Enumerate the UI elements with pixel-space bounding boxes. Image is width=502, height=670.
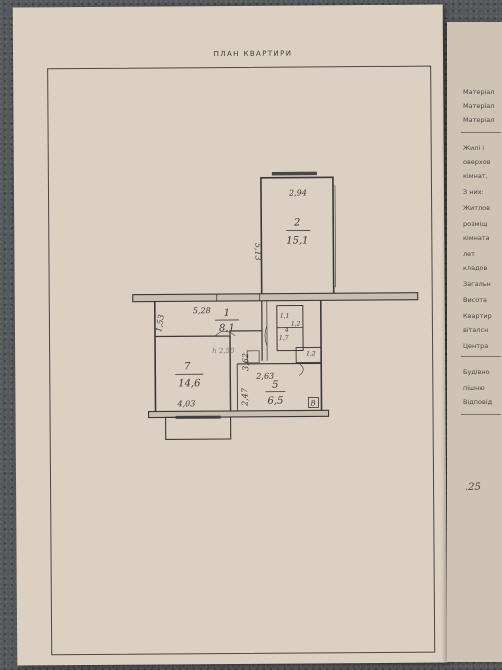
- adjacent-page-rule: [461, 356, 501, 357]
- room-2-number: 2: [293, 218, 300, 229]
- corridor-wall: [155, 330, 262, 338]
- bottom-wall: [147, 409, 330, 419]
- adjacent-page-line: Матеріал: [463, 88, 495, 96]
- adjacent-page-line: Жилі і: [463, 144, 485, 152]
- adjacent-page-line: лет: [463, 250, 475, 258]
- room-1-area: 8,1: [219, 323, 235, 334]
- dim-wc-height: 1,2: [291, 321, 301, 328]
- adjacent-page-line: віталсн: [463, 326, 489, 334]
- adjacent-page-line: Центра: [463, 342, 489, 350]
- room-2-area: 15,1: [286, 235, 308, 246]
- adjacent-page-line: Матеріал: [463, 102, 495, 110]
- dim-bath-width: 1,2: [306, 350, 316, 357]
- adjacent-page-line: пішню: [463, 384, 485, 392]
- document-sheet: ПЛАН КВАРТИРИ: [12, 4, 448, 666]
- dim-corridor-side: 1,53: [154, 314, 166, 333]
- room-1-number: 1: [224, 308, 230, 319]
- adjacent-page-line: З них:: [463, 188, 484, 196]
- dim-room5-length: 2,47: [240, 387, 249, 407]
- adjacent-page-line: розміщ: [463, 220, 488, 228]
- dim-wc-width: 1,1: [280, 313, 290, 320]
- wc-block: [276, 304, 304, 352]
- dim-corridor-length: 5,28: [193, 306, 211, 315]
- adjacent-page-line: Матеріал: [463, 116, 495, 124]
- room-7-area: 14,6: [178, 378, 201, 389]
- adjacent-page-rule: [461, 414, 501, 415]
- adjacent-page-line: Квартир: [463, 312, 492, 320]
- room-5-area: 6,5: [267, 396, 283, 407]
- adjacent-page-line: Загальн: [463, 280, 491, 288]
- room-5-number: 5: [272, 380, 278, 391]
- adjacent-page-line: кладов: [463, 264, 488, 272]
- adjacent-page-line: оверхов: [463, 158, 491, 166]
- adjacent-page-line: кімнат,: [463, 172, 488, 180]
- adjacent-page-line: Висота: [463, 296, 488, 304]
- floor-plan: 2 15,1 1 8,1 7 14,6 5 6,5 2,94 5,13 5,13…: [132, 171, 419, 441]
- room-7-number: 7: [184, 361, 191, 372]
- mark-small: 4: [284, 327, 289, 334]
- adjacent-page-date: .25: [465, 482, 481, 493]
- adjacent-page-line: Будівно: [463, 368, 490, 376]
- dim-room7-height: 3,62: [241, 353, 250, 371]
- mark-vent: B: [309, 399, 315, 407]
- mark-stair: 1,7: [279, 335, 289, 342]
- dim-ceiling-height: h 2,50: [212, 347, 235, 355]
- adjacent-page-rule: [461, 132, 501, 133]
- dim-room2-width: 2,94: [288, 188, 307, 197]
- adjacent-page-line: кімната: [463, 234, 490, 242]
- balcony: [165, 416, 232, 441]
- adjacent-page-line: Житлов: [463, 204, 490, 212]
- adjacent-page-line: Відповід: [463, 398, 493, 406]
- main-wall: [132, 292, 419, 303]
- dim-room2-length-v: 5,13: [253, 243, 262, 261]
- dim-room5-width: 2,63: [255, 372, 274, 381]
- dim-room7-width: 4,03: [176, 399, 195, 408]
